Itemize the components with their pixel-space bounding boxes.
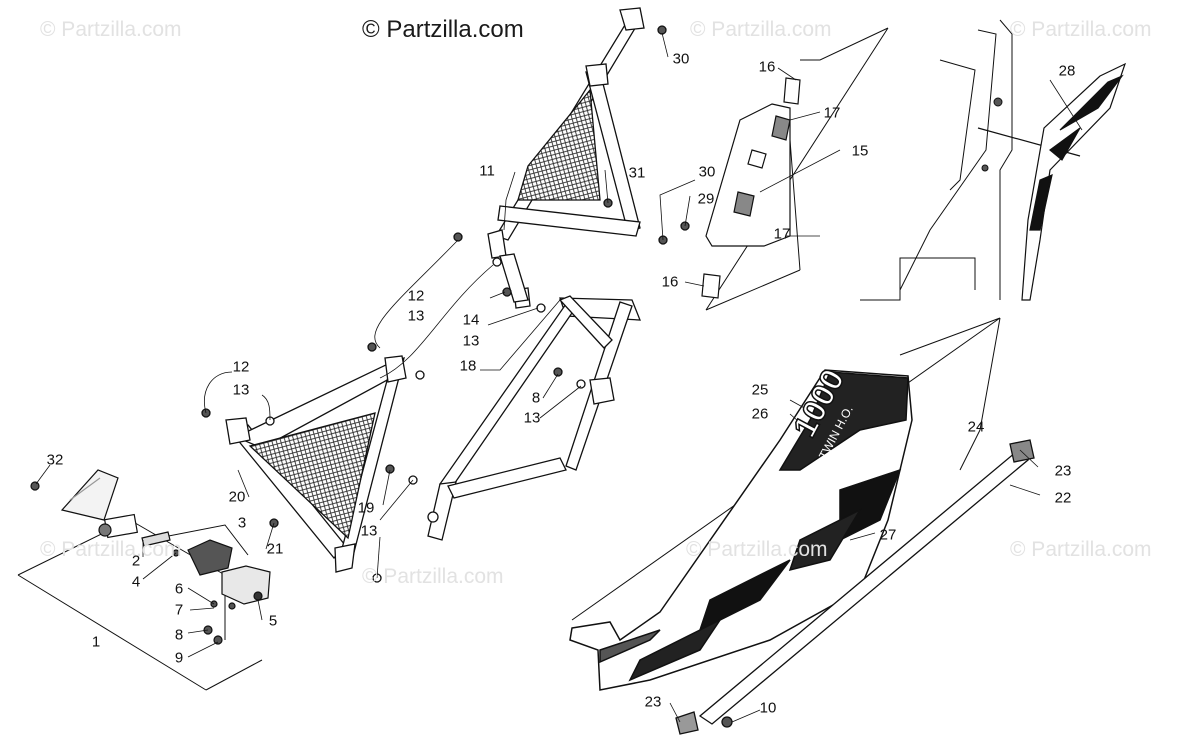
callout-22[interactable]: 22 (1054, 489, 1072, 507)
watermark: © Partzilla.com (686, 538, 828, 561)
callout-3[interactable]: 3 (237, 514, 247, 532)
callout-27[interactable]: 27 (879, 526, 897, 544)
callout-21[interactable]: 21 (266, 540, 284, 558)
callout-26[interactable]: 26 (751, 405, 769, 423)
callout-30[interactable]: 30 (672, 50, 690, 68)
callout-14[interactable]: 14 (462, 311, 480, 329)
callout-4[interactable]: 4 (131, 573, 141, 591)
callout-12[interactable]: 12 (407, 287, 425, 305)
callout-24[interactable]: 24 (967, 418, 985, 436)
watermark: © Partzilla.com (1010, 18, 1152, 41)
callout-12b[interactable]: 12 (232, 358, 250, 376)
callout-5[interactable]: 5 (268, 612, 278, 630)
guard-15 (701, 77, 801, 299)
callout-18[interactable]: 18 (459, 357, 477, 375)
callout-13c[interactable]: 13 (462, 332, 480, 350)
watermark: © Partzilla.com (40, 18, 182, 41)
callout-23[interactable]: 23 (1054, 462, 1072, 480)
callout-13d[interactable]: 13 (523, 409, 541, 427)
callout-7[interactable]: 7 (174, 601, 184, 619)
bar-22 (675, 439, 1035, 735)
callout-11[interactable]: 11 (479, 162, 495, 180)
callout-8[interactable]: 8 (174, 626, 184, 644)
door-frame-18 (385, 295, 641, 541)
callout-6[interactable]: 6 (174, 580, 184, 598)
callout-23b[interactable]: 23 (644, 693, 662, 711)
door-panel-25 (569, 369, 913, 691)
watermark: © Partzilla.com (362, 565, 504, 588)
graphic-28 (1021, 62, 1127, 301)
callout-15[interactable]: 15 (851, 142, 869, 160)
lower-frame-20 (201, 342, 425, 583)
watermark: © Partzilla.com (1010, 538, 1152, 561)
callout-13b[interactable]: 13 (232, 381, 250, 399)
leader-lines (35, 32, 1083, 723)
callout-30b[interactable]: 30 (698, 163, 716, 181)
callout-13e[interactable]: 13 (360, 522, 378, 540)
callout-19[interactable]: 19 (357, 499, 375, 517)
callout-1[interactable]: 1 (91, 633, 101, 651)
upper-frame-11 (453, 7, 690, 313)
callout-28[interactable]: 28 (1058, 62, 1076, 80)
reference-frame (860, 19, 1081, 301)
callout-17[interactable]: 17 (823, 104, 841, 122)
callout-20[interactable]: 20 (228, 488, 246, 506)
seat-belt-assembly (30, 469, 271, 645)
watermark-main: © Partzilla.com (362, 16, 524, 43)
watermark: © Partzilla.com (40, 538, 182, 561)
watermark: © Partzilla.com (690, 18, 832, 41)
callout-8b[interactable]: 8 (531, 389, 541, 407)
callout-25[interactable]: 25 (751, 381, 769, 399)
callout-10[interactable]: 10 (759, 699, 777, 717)
callout-9[interactable]: 9 (174, 649, 184, 667)
callout-16[interactable]: 16 (758, 58, 776, 76)
callout-2[interactable]: 2 (131, 552, 141, 570)
callout-32[interactable]: 32 (46, 451, 64, 469)
callout-29[interactable]: 29 (697, 190, 715, 208)
callout-13[interactable]: 13 (407, 307, 425, 325)
callout-31[interactable]: 31 (628, 164, 646, 182)
callout-16b[interactable]: 16 (661, 273, 679, 291)
callout-17b[interactable]: 17 (773, 225, 791, 243)
